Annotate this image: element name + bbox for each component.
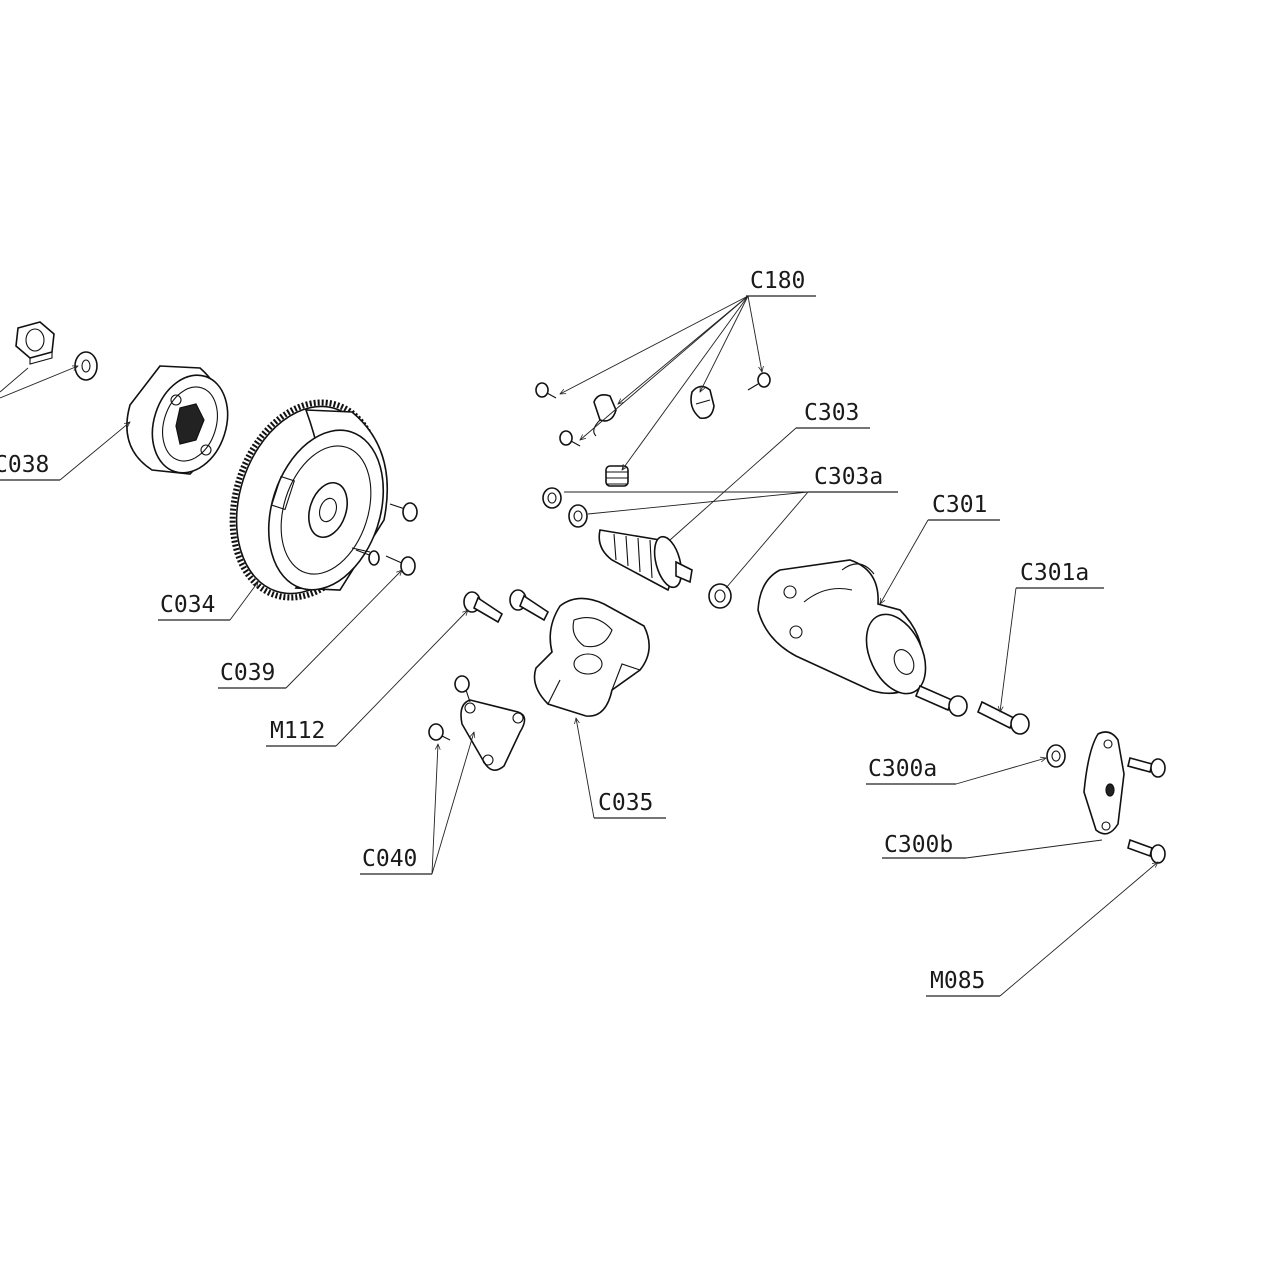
callout-c040: C040 [360, 846, 432, 875]
bolt-m112-right [509, 589, 550, 622]
label-c035: C035 [598, 790, 653, 816]
bracket-c035 [533, 597, 650, 717]
callout-c300b: C300b [882, 832, 966, 859]
screw-m085-upper [1127, 757, 1166, 778]
bolt-m112-left [463, 591, 504, 624]
callout-c039: C039 [218, 660, 286, 689]
callout-c035: C035 [594, 790, 666, 819]
spring-c180-f [605, 465, 629, 487]
callout-m085: M085 [926, 968, 1000, 997]
callout-c180: C180 [746, 268, 816, 297]
label-c303: C303 [804, 400, 859, 426]
leader-lines [0, 295, 1158, 997]
label-c040: C040 [362, 846, 417, 872]
bolt-c301a-right [976, 700, 1030, 735]
clip-c180-d [690, 385, 715, 420]
label-c301: C301 [932, 492, 987, 518]
plate-c040 [460, 699, 526, 771]
callout-c034: C034 [158, 592, 230, 621]
screw-c180-e [747, 372, 771, 391]
screw-c040-upper [454, 675, 471, 703]
screw-c180-a [535, 382, 557, 399]
label-m085: M085 [930, 968, 985, 994]
label-c301a: C301a [1020, 560, 1089, 586]
starter-motor-c301 [757, 559, 927, 695]
callout-c303: C303 [796, 400, 870, 429]
clutch-part-c038 [126, 365, 229, 475]
callout-m112: M112 [266, 718, 336, 747]
washer-c303a [568, 504, 588, 528]
clip-c180-b [593, 394, 617, 437]
washer-small [74, 351, 98, 381]
callout-c301: C301 [928, 492, 1000, 521]
callout-c038: C038 [0, 452, 60, 481]
washer-c300a [1046, 744, 1066, 768]
starter-drive-c303 [598, 529, 693, 592]
label-m112: M112 [270, 718, 325, 744]
plate-c300b [1083, 731, 1125, 835]
label-c303a: C303a [814, 464, 883, 490]
label-c039: C039 [220, 660, 275, 686]
screw-flywheel-lower [355, 549, 380, 566]
bushing-c303a-lower [708, 583, 732, 609]
screw-flywheel-upper [389, 502, 418, 522]
screw-c040-lower [428, 723, 451, 741]
label-c180: C180 [750, 268, 805, 294]
screw-m085-lower [1127, 838, 1166, 864]
screw-c039 [385, 555, 416, 576]
callout-c301a: C301a [1016, 560, 1104, 589]
label-c034: C034 [160, 592, 215, 618]
flywheel-c034 [229, 399, 389, 601]
hex-nut [15, 321, 55, 365]
label-c300b: C300b [884, 832, 953, 858]
callout-c300a: C300a [866, 756, 956, 785]
bushing-c303a-upper [542, 487, 562, 509]
label-c300a: C300a [868, 756, 937, 782]
screw-c180-c [559, 430, 581, 447]
label-c038: C038 [0, 452, 49, 478]
bolt-c301a-left [914, 684, 968, 717]
callout-c303a: C303a [808, 464, 898, 493]
